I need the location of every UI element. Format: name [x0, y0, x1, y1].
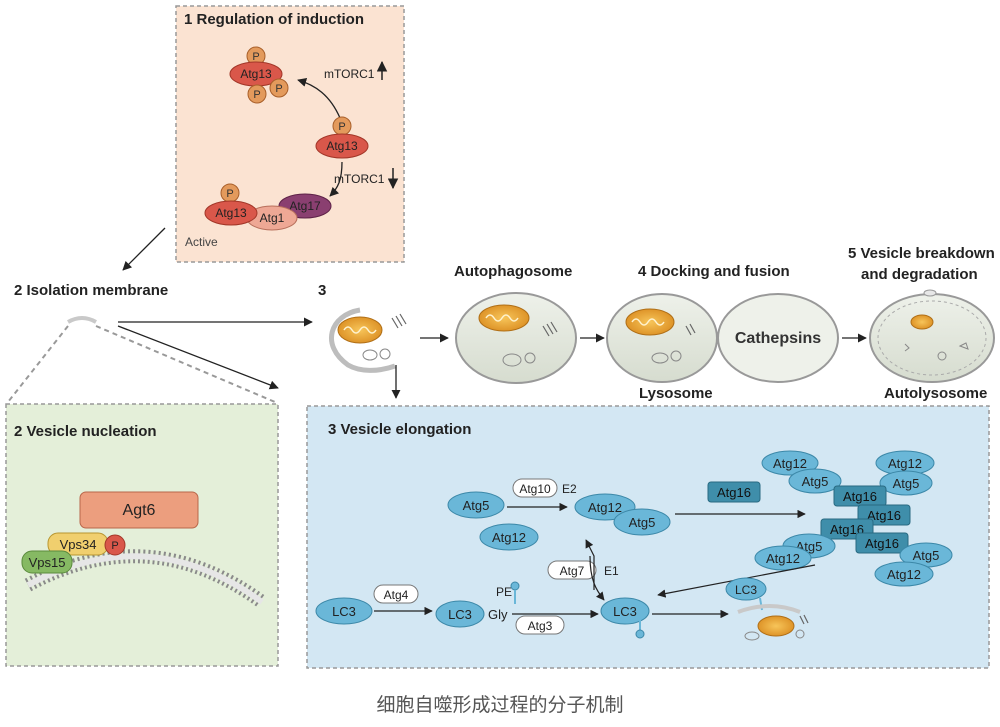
panel-vesicle-nucleation: [5, 403, 279, 667]
svg-text:Vps34: Vps34: [60, 537, 97, 552]
svg-text:Atg3: Atg3: [528, 619, 553, 633]
mtorc1-up-label: mTORC1: [324, 67, 375, 81]
active-label: Active: [185, 235, 218, 249]
isolation-membrane-label: 2 Isolation membrane: [14, 282, 168, 299]
atg13-single: P Atg13: [315, 116, 369, 159]
mtorc1-down-label: mTORC1: [334, 172, 385, 186]
svg-text:Atg4: Atg4: [384, 588, 409, 602]
phagophore: [329, 307, 407, 373]
panel2-title: 2 Vesicle nucleation: [14, 423, 157, 440]
svg-text:E2: E2: [562, 482, 577, 496]
svg-text:LC3: LC3: [448, 607, 472, 622]
svg-text:Agt6: Agt6: [123, 502, 156, 519]
svg-text:Atg12: Atg12: [766, 551, 800, 566]
svg-text:Atg16: Atg16: [865, 536, 899, 551]
lysosome-label: Lysosome: [639, 385, 713, 402]
lc3-on-autophagosome: LC3: [725, 577, 809, 641]
svg-text:Atg17: Atg17: [289, 199, 321, 213]
svg-text:E1: E1: [604, 564, 619, 578]
svg-text:Vps15: Vps15: [29, 555, 66, 570]
atg4-enzyme: Atg4: [373, 584, 419, 604]
svg-text:PE: PE: [496, 585, 512, 599]
atg16-free: Atg16: [707, 481, 761, 503]
atg12-left: Atg12: [479, 523, 539, 551]
watermark-text: 知乎 @木林: [815, 671, 943, 699]
svg-text:Atg5: Atg5: [463, 498, 490, 513]
svg-text:Atg1: Atg1: [260, 211, 285, 225]
svg-text:LC3: LC3: [735, 583, 757, 597]
svg-text:Atg5: Atg5: [629, 515, 656, 530]
svg-text:Atg16: Atg16: [830, 522, 864, 537]
autophagosome-label: Autophagosome: [454, 263, 572, 280]
svg-text:Atg13: Atg13: [215, 206, 247, 220]
svg-text:LC3: LC3: [613, 604, 637, 619]
svg-text:LC3: LC3: [332, 604, 356, 619]
svg-text:Atg12: Atg12: [588, 500, 622, 515]
svg-text:Atg5: Atg5: [802, 474, 829, 489]
autolysosome: [869, 289, 995, 383]
autolysosome-label: Autolysosome: [884, 385, 987, 402]
autophagosome: [455, 292, 577, 384]
lc3-start: LC3: [315, 597, 373, 625]
nucleation-complex: Agt6 Vps34 P Vps15: [21, 491, 199, 574]
atg5-left: Atg5: [447, 491, 505, 519]
svg-text:Atg5: Atg5: [893, 476, 920, 491]
isolation-membrane-icon: [67, 316, 97, 324]
svg-text:P: P: [111, 540, 118, 552]
breakdown-label-line1: 5 Vesicle breakdown: [848, 245, 995, 262]
atg3-enzyme: Atg3: [515, 615, 565, 635]
svg-text:P: P: [338, 121, 345, 133]
cathepsins-label: Cathepsins: [735, 330, 821, 347]
svg-text:Atg16: Atg16: [843, 489, 877, 504]
svg-text:P: P: [253, 89, 260, 101]
atg12-atg5-conjugate: Atg12 Atg5: [574, 493, 671, 536]
lc3-gly: LC3 Gly PE: [435, 581, 520, 628]
docking-label: 4 Docking and fusion: [638, 263, 790, 280]
panel1-title: 1 Regulation of induction: [184, 11, 364, 28]
svg-text:P: P: [252, 51, 259, 63]
svg-text:Atg7: Atg7: [560, 564, 585, 578]
panel3-title: 3 Vesicle elongation: [328, 421, 471, 438]
svg-text:Atg12: Atg12: [887, 567, 921, 582]
phospho-atg13-cluster: P Atg13 P P: [229, 46, 289, 104]
svg-text:Atg12: Atg12: [888, 456, 922, 471]
docking-fusion: [606, 293, 839, 383]
svg-text:Gly: Gly: [488, 607, 508, 622]
svg-text:Atg16: Atg16: [867, 508, 901, 523]
active-complex: Atg17 Atg1 P Atg13: [204, 183, 332, 231]
atg7-enzyme: Atg7 E1: [547, 560, 619, 580]
atg16-complex: Atg12 Atg5 Atg12 Atg5 Atg16 Atg16 Atg16 …: [754, 450, 953, 587]
step3-label: 3: [318, 282, 326, 299]
svg-text:Atg12: Atg12: [492, 530, 526, 545]
atg10-enzyme: Atg10 E2: [512, 478, 577, 498]
figure-caption: 细胞自噬形成过程的分子机制: [376, 694, 624, 716]
lc3-pe: LC3: [600, 597, 650, 639]
svg-text:P: P: [226, 188, 233, 200]
svg-text:Atg12: Atg12: [773, 456, 807, 471]
svg-text:Atg16: Atg16: [717, 485, 751, 500]
svg-text:Atg5: Atg5: [913, 548, 940, 563]
svg-text:P: P: [275, 83, 282, 95]
breakdown-label-line2: and degradation: [861, 266, 978, 283]
svg-text:Atg13: Atg13: [326, 139, 358, 153]
svg-text:Atg13: Atg13: [240, 67, 272, 81]
svg-text:Atg10: Atg10: [519, 482, 551, 496]
